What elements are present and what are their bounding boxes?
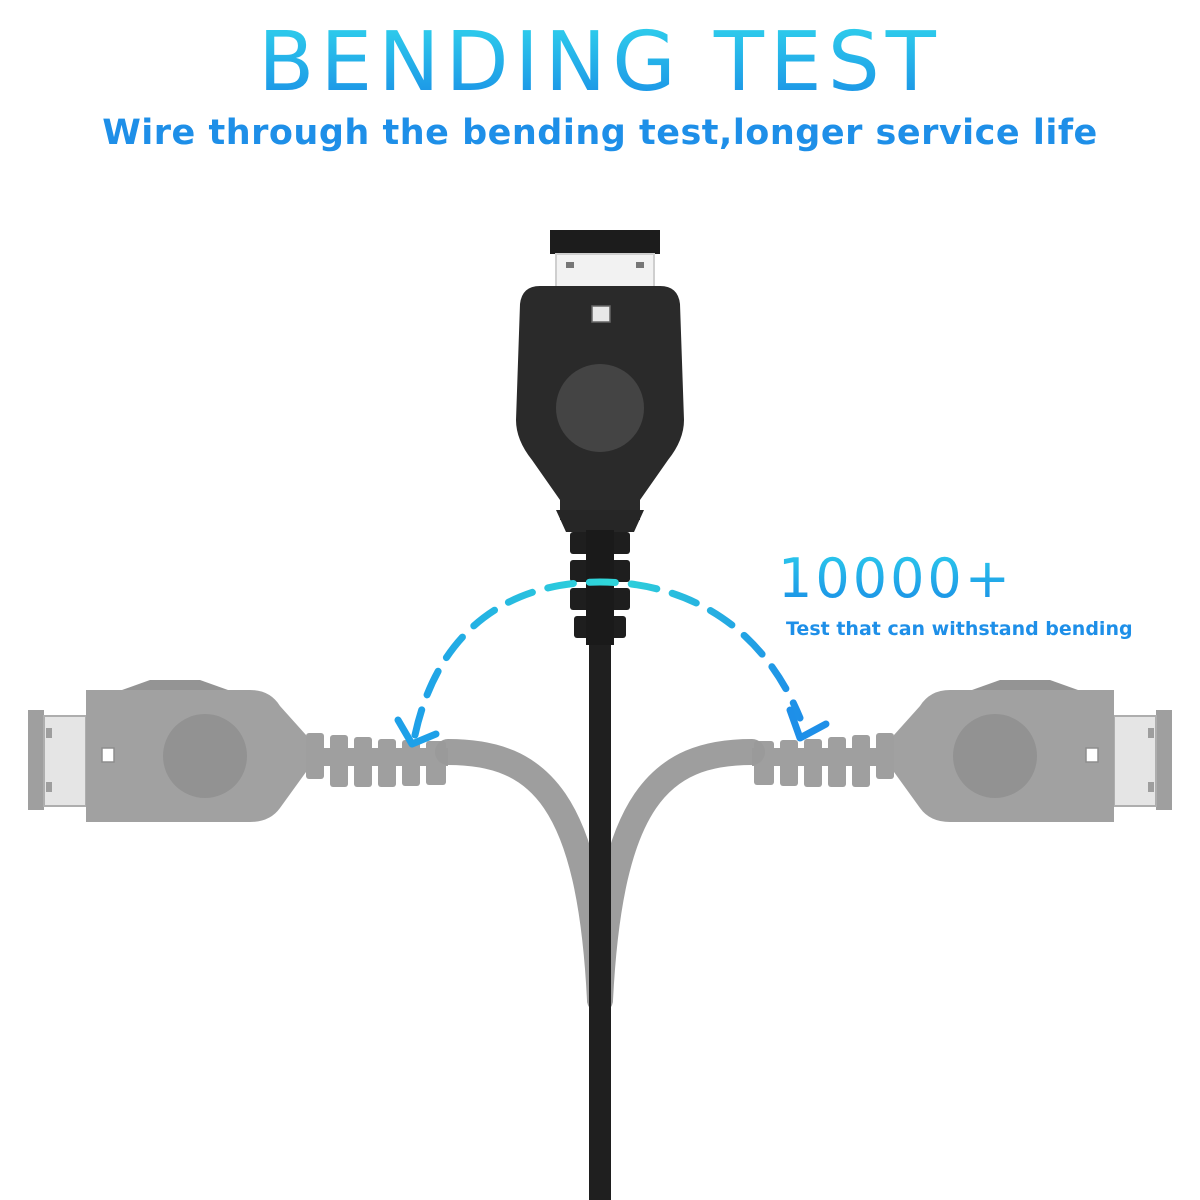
page-subtitle: Wire through the bending test,longer ser… (102, 113, 1098, 153)
black-cable (589, 640, 611, 1200)
bend-arrow-right-icon (786, 706, 830, 742)
bend-count: 10000+ (778, 547, 1014, 610)
left-gray-cable (435, 739, 613, 1013)
bend-count-caption: Test that can withstand bending (786, 618, 1133, 640)
left-gray-connector (28, 680, 448, 822)
bend-arc (411, 578, 804, 739)
right-gray-cable (587, 739, 765, 1013)
bend-arrow-left-icon (394, 716, 440, 748)
page-title: BENDING TEST (0, 22, 1200, 104)
right-gray-connector (752, 680, 1172, 822)
black-connector (516, 230, 684, 645)
